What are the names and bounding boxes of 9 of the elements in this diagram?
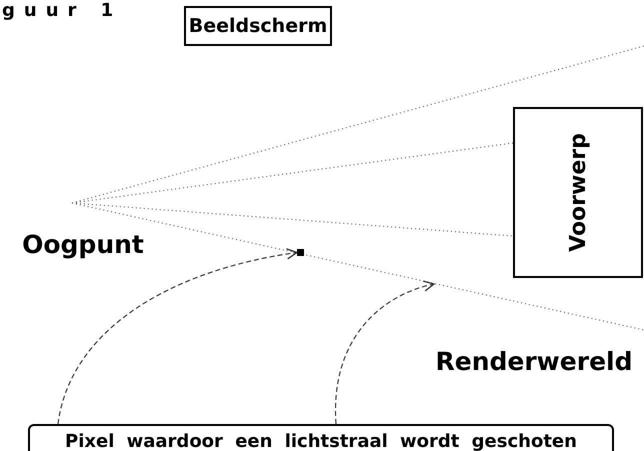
caption-box: Pixel waardoor een lichtstraal wordt geschoten (28, 424, 614, 451)
pixel-marker (297, 249, 304, 256)
node-label: Oogpunt (8, 226, 158, 262)
figure-number: guur 1 (2, 0, 122, 21)
title-box: Beeldscherm (184, 6, 332, 46)
object-box: Voorwerp (513, 107, 643, 278)
dashed-arrow (57, 248, 298, 424)
node-label: Renderwereld (426, 342, 642, 380)
dashed-arrow (335, 281, 435, 424)
